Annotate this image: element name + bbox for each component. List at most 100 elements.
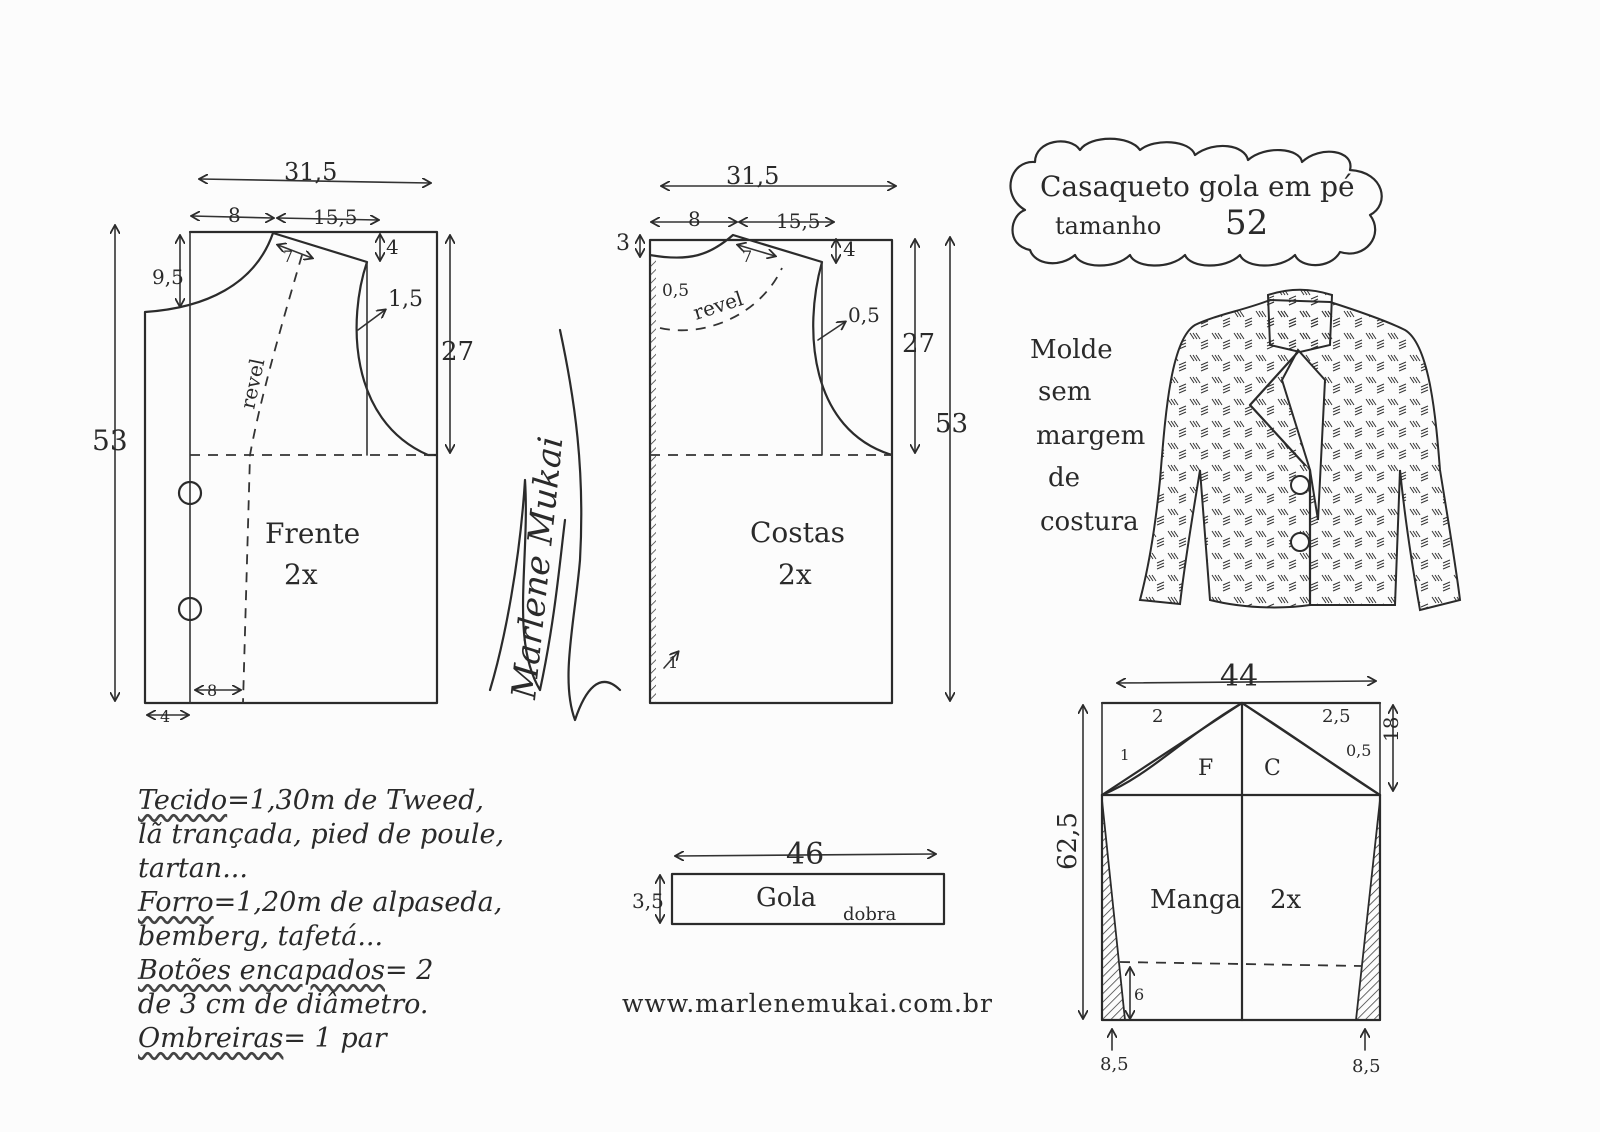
sleeve-cap-height-label: 18 <box>1379 717 1403 742</box>
website-url: www.marlenemukai.com.br <box>622 989 993 1018</box>
collar-piece: 46 3,5 Gola _dobra_ <box>632 837 946 926</box>
jacket-collar <box>1266 288 1334 354</box>
front-length-label: 53 <box>92 424 128 457</box>
jacket-neckline <box>1280 348 1327 521</box>
sleeve-cap-c2-label: 0,5 <box>1346 741 1371 760</box>
collar-width-label: 46 <box>786 837 824 872</box>
lining-text: =1,20m de alpaseda, <box>213 887 503 918</box>
jacket-button <box>1290 475 1310 495</box>
back-count: 2x <box>778 558 812 591</box>
pads-line: Ombreiras= 1 par <box>138 1022 578 1056</box>
front-shoulder-left-label: 8 <box>228 203 241 227</box>
lining-line: Forro=1,20m de alpaseda, <box>138 886 578 920</box>
sleeve-count: 2x <box>1270 885 1302 915</box>
back-armhole-curve-label: 0,5 <box>848 303 880 327</box>
back-center-seam-hatch <box>650 258 656 703</box>
front-width-label: 31,5 <box>284 158 337 186</box>
seam-note-line: sem <box>1038 377 1091 407</box>
seam-note-line: de <box>1048 463 1080 493</box>
front-shoulder-drop-label: 4 <box>386 235 399 259</box>
sleeve-taper-left <box>1101 799 1126 1021</box>
fabric-text: =1,30m de Tweed, <box>227 785 484 816</box>
sleeve-hem-band-label: 6 <box>1134 985 1144 1004</box>
jacket-lapel <box>1248 350 1307 467</box>
sleeve-back-label: C <box>1264 756 1281 781</box>
back-armhole-depth-label: 27 <box>902 329 935 359</box>
title-cloud: Casaqueto gola em pé tamanho 52 <box>1009 137 1383 267</box>
collar-name: Gola <box>756 883 816 913</box>
jacket-body <box>1138 298 1462 612</box>
buttons-line-2: de 3 cm de diâmetro. <box>138 989 429 1020</box>
back-name: Costas <box>750 516 845 549</box>
sleeve-front-label: F <box>1198 756 1213 781</box>
sleeve-piece: 44 62,5 18 2 1 2,5 0,5 6 8,5 8,5 F C Man… <box>1053 659 1403 1077</box>
button-mark <box>177 480 203 506</box>
signature: Marlene Mukai <box>488 328 622 722</box>
signature-stroke <box>488 328 622 722</box>
back-facing-label: revel <box>690 286 746 325</box>
buttons-label: Botões <box>138 955 232 986</box>
front-outline <box>143 230 439 705</box>
back-length-label: 53 <box>935 409 968 439</box>
sleeve-cap-c1-label: 2,5 <box>1322 706 1351 727</box>
sleeve-name: Manga <box>1150 885 1241 915</box>
button-mark <box>177 596 203 622</box>
sleeve-diag-left <box>1100 701 1244 797</box>
seam-note-line: margem <box>1036 421 1145 451</box>
front-shoulder-right-label: 15,5 <box>313 205 358 229</box>
back-dart-label: 7 <box>742 247 752 266</box>
lining-label: Forro <box>138 887 214 918</box>
front-facing-line <box>242 254 303 704</box>
back-piece: 31,5 8 15,5 3 0,5 4 0,5 7 27 53 1 revel … <box>616 162 968 705</box>
front-facing-width-label: 8 <box>207 681 217 700</box>
fabric-label: Tecido <box>138 785 228 816</box>
back-dart-arrow <box>738 245 775 256</box>
front-neck-drop-label: 9,5 <box>152 265 184 289</box>
front-dart-label: 7 <box>283 247 293 266</box>
materials-note: Tecido=1,30m de Tweed, lã trançada, pied… <box>138 784 578 1056</box>
sleeve-cap-f1-label: 2 <box>1152 706 1163 727</box>
collar-width-arrow <box>676 854 935 856</box>
front-count: 2x <box>284 558 318 591</box>
front-width-arrow <box>200 179 430 183</box>
buttons-line: Botões encapados= 2 <box>138 954 578 988</box>
title-text: Casaqueto gola em pé <box>1040 170 1355 203</box>
size-label: tamanho <box>1055 212 1161 240</box>
sleeve-width-label: 44 <box>1220 659 1258 694</box>
back-shoulder-drop-label: 4 <box>843 237 856 261</box>
front-overlap-label: 4 <box>160 707 170 726</box>
collar-outline <box>670 872 946 926</box>
front-shoulder-right-arrow <box>278 218 378 220</box>
sleeve-length-label: 62,5 <box>1053 812 1083 870</box>
front-facing-label: revel <box>235 356 269 411</box>
back-armhole-curve-arrow <box>817 322 845 341</box>
back-neck-curve-label: 0,5 <box>662 281 689 301</box>
back-shoulder-left-label: 8 <box>688 207 701 231</box>
collar-fold-label: _dobra_ <box>834 904 905 925</box>
back-shoulder-right-label: 15,5 <box>776 209 821 233</box>
front-piece: 31,5 8 15,5 9,5 4 1,5 7 27 53 8 4 revel … <box>92 158 474 726</box>
buttons-text: = 2 <box>385 955 434 986</box>
lining-line-2: bemberg, tafetá... <box>138 921 384 952</box>
size-value: 52 <box>1225 203 1268 243</box>
front-armhole-depth-label: 27 <box>441 337 474 367</box>
front-shoulder-left-arrow <box>192 216 273 218</box>
sleeve-wrist-left-label: 8,5 <box>1100 1054 1129 1075</box>
back-facing-line <box>659 267 783 332</box>
fabric-line: Tecido=1,30m de Tweed, <box>138 784 578 818</box>
signature-text: Marlene Mukai <box>504 435 571 702</box>
seam-note-line: costura <box>1040 507 1139 537</box>
back-hem-offset-arrow <box>663 652 678 669</box>
sleeve-taper-right <box>1354 799 1381 1021</box>
sleeve-hem-line <box>1119 961 1363 967</box>
seam-note-line: Molde <box>1030 335 1113 365</box>
fabric-line-3: tartan... <box>138 853 248 884</box>
back-hem-offset-label: 1 <box>668 653 678 672</box>
sleeve-diag-right <box>1240 701 1382 797</box>
sleeve-width-arrow <box>1118 681 1375 683</box>
jacket-button <box>1290 532 1310 552</box>
cloud-outline <box>1009 137 1383 267</box>
sleeve-wrist-right-label: 8,5 <box>1352 1056 1381 1077</box>
